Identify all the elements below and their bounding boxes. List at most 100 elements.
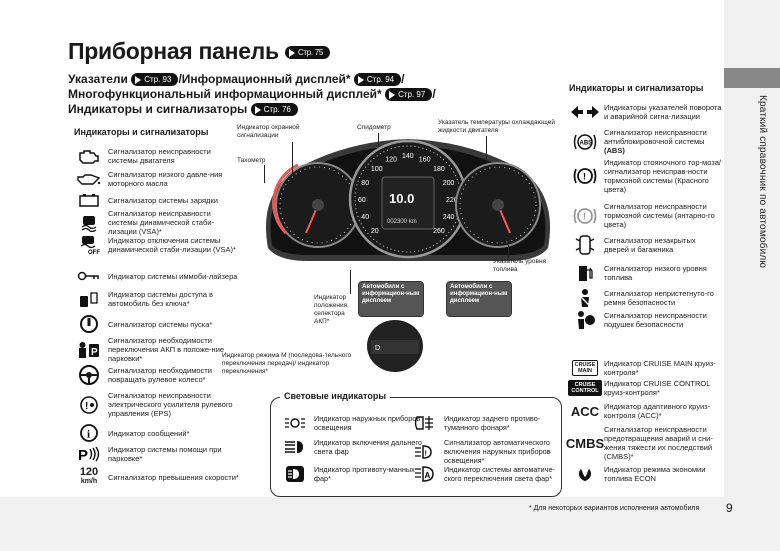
left-indicator-item: Индикатор системы иммоби-лайзера [74,265,240,287]
abs-icon: ABS [568,131,602,153]
start-system-icon [74,313,104,335]
right-indicator-item: Сигнализатор низкого уровня топлива [568,262,722,284]
arrow-icon [357,75,364,84]
speedometer-tick-label: 100 [371,166,383,173]
svg-text:A: A [425,471,431,480]
footnote: * Для некоторых вариантов исполнения авт… [529,505,700,512]
page-number: 9 [726,501,733,515]
airbag-icon [568,309,602,331]
speedometer-tick-label: 260 [433,228,445,235]
left-section-heading: Индикаторы и сигнализаторы [74,127,209,137]
speedometer-tick-label: 60 [358,197,366,204]
keyless-icon [74,288,104,310]
left-indicator-item-text: Сигнализатор низкого давле-ния моторного… [108,170,223,188]
left-indicator-item-text: Сигнализатор системы пуска* [108,319,213,329]
svg-text:!: ! [583,172,586,182]
light-indicator-text: Индикатор включения дальнего света фар [314,438,422,456]
gear-display-closeup: D [367,320,423,372]
light-indicator-text: Индикатор заднего противо-туманного фона… [444,414,541,432]
left-indicator-item-text: Сигнализатор системы зарядки [108,195,218,205]
left-indicator-item-text: Индикатор отключения системы динамическо… [108,236,236,254]
svg-text:P: P [91,347,98,358]
light-indicator-item: A Индикатор системы автоматиче-ского пере… [410,465,556,483]
speedometer-tick-label: 140 [402,153,414,160]
left-indicator-item: Сигнализатор низкого давле-ния моторного… [74,168,240,190]
seatbelt-icon [568,287,602,309]
vsa-off-icon: OFF [74,234,104,256]
title-page-ref[interactable]: Стр. 75 [284,46,331,60]
gauges-page-ref[interactable]: Стр. 93 [131,73,179,87]
right-indicator-item-text: Сигнализатор неисправности антиблокирово… [604,128,707,155]
left-indicator-item: Индикатор системы доступа в автомобиль б… [74,288,240,310]
left-indicator-item-text: Индикатор системы доступа в автомобиль б… [108,290,214,308]
mid-page-ref[interactable]: Стр. 97 [385,88,433,102]
right-indicator-item: Индикаторы указателей поворота и аварийн… [568,101,722,123]
immobilizer-key-icon [74,265,104,287]
fuel-gauge-label: Указатель уровня топлива [493,258,547,273]
left-indicator-item-text: Индикатор системы помощи при парковке* [108,445,222,463]
right-indicator-item-text: Сигнализатор неисправности тормозной сис… [604,202,715,229]
page-title: Приборная панель Стр. 75 [68,38,331,65]
econ-icon [568,463,602,485]
right-indicator-item-text: Индикатор CRUISE CONTROL круиз-контроля* [604,379,711,397]
battery-icon [74,189,104,211]
abs-bold-label: (ABS) [604,146,625,155]
speedometer-tick-label: 240 [443,214,455,221]
left-indicator-item: Сигнализатор необходимости повращать рул… [74,364,240,386]
rear-fog-icon [410,415,440,431]
svg-text:D: D [375,345,380,352]
security-indicator-label: Индикатор охранной сигнализации [237,124,300,139]
arrow-icon [254,105,261,114]
display-readout: 10.0 [389,191,414,206]
brake-red-icon: ! [568,165,602,187]
parking-lights-icon [280,416,310,430]
inset-info-display-2: Автомобили с информацион-ным дисплеем [446,281,512,317]
speedometer-tick-label: 40 [361,214,369,221]
section-tab[interactable] [724,68,780,88]
right-indicator-item-text: Индикатор адаптивного круиз-контроля (AC… [604,402,711,420]
left-indicator-item-text: Сигнализатор необходимости переключения … [108,336,225,363]
right-indicator-item: !Сигнализатор неисправности тормозной си… [568,202,722,229]
right-indicator-item-text: Сигнализатор низкого уровня топлива [604,264,707,282]
speedometer-tick-label: 20 [371,228,379,235]
right-section-heading: Индикаторы и сигнализаторы [569,83,704,93]
left-indicator-item-text: Сигнализатор превышения скорости* [108,472,239,482]
engine-icon [74,145,104,167]
left-indicator-item: P Сигнализатор необходимости переключения… [74,336,240,363]
vsa-icon [74,212,104,234]
right-indicator-item-text: Индикатор CRUISE MAIN круиз-контроля* [604,359,716,377]
right-indicator-item-text: Индикатор режима экономии топлива ECON [604,465,706,483]
subtitle-line-2: Многофункциональный информационный диспл… [68,87,436,102]
right-indicator-item: Сигнализатор неисправности подушек безоп… [568,309,722,331]
svg-text:P: P [78,447,88,463]
left-indicator-item-text: Индикатор системы иммоби-лайзера [108,271,238,281]
arrow-icon [288,48,295,57]
right-indicator-item: Сигнализатор незакрытых дверей и багажни… [568,234,722,256]
lighting-indicators-box [270,397,562,497]
right-indicator-item-text: Индикаторы указателей поворота и аварийн… [604,103,722,121]
arrow-icon [389,90,396,99]
steering-wheel-icon [74,364,104,386]
light-indicator-text: Индикатор системы автоматиче-ского перек… [444,465,555,483]
left-indicator-item: !Сигнализатор неисправности электрическо… [74,391,240,418]
info-message-icon: i [74,422,104,444]
indicators-page-ref[interactable]: Стр. 76 [250,103,298,117]
center-display [381,176,435,230]
svg-text:ABS: ABS [580,140,593,146]
temp-gauge-label: Указатель температуры охлаждающей жидкос… [438,119,555,134]
info-display-page-ref[interactable]: Стр. 94 [353,73,402,87]
cmbs-icon: CMBS [565,435,605,451]
left-indicator-item: Сигнализатор неисправности системы динам… [74,209,240,236]
speedometer-tick-label: 220 [446,197,458,204]
lighting-indicators-title: Световые индикаторы [280,391,391,401]
light-indicator-item: Индикатор включения дальнего света фар [280,438,426,456]
right-indicator-item-text: Сигнализатор незакрытых дверей и багажни… [604,236,696,254]
inset-info-display-1: Автомобили с информацион-ным дисплеем [358,281,424,317]
